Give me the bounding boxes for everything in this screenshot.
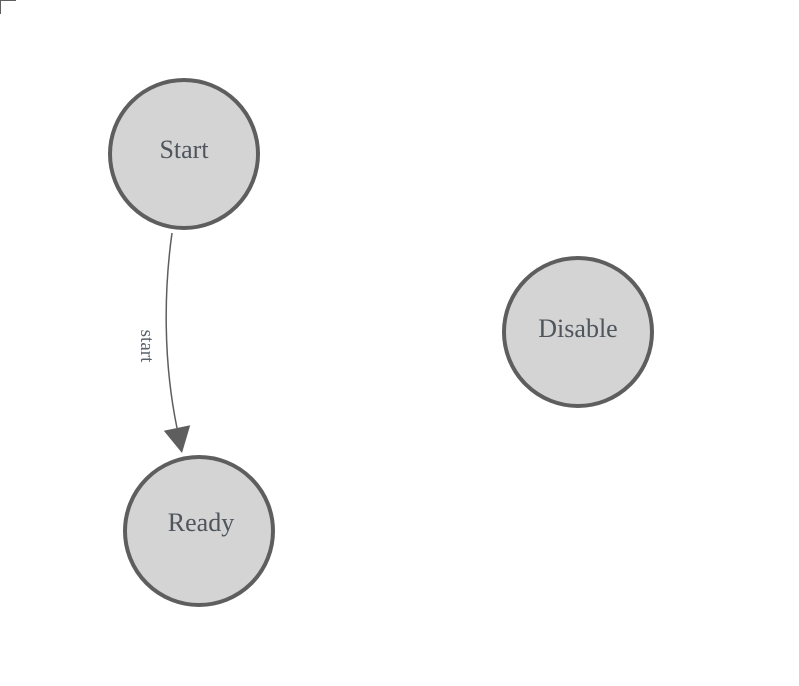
- edge-arrowhead-icon: [163, 425, 191, 453]
- edge-label[interactable]: start: [136, 330, 157, 363]
- state-circle-ready[interactable]: [123, 455, 275, 607]
- state-circle-start[interactable]: [108, 78, 260, 230]
- state-node-start[interactable]: Start: [108, 78, 260, 230]
- state-node-ready[interactable]: Ready: [123, 455, 275, 607]
- state-label-disable: Disable: [538, 314, 617, 343]
- edge-path[interactable]: [165, 232, 178, 429]
- paper-origin-corner: [0, 0, 16, 14]
- state-label-start: Start: [159, 135, 209, 164]
- state-circle-disable[interactable]: [502, 256, 654, 408]
- state-node-disable[interactable]: Disable: [502, 256, 654, 408]
- edge-start-to-ready[interactable]: start: [136, 232, 191, 453]
- state-label-ready: Ready: [168, 508, 234, 537]
